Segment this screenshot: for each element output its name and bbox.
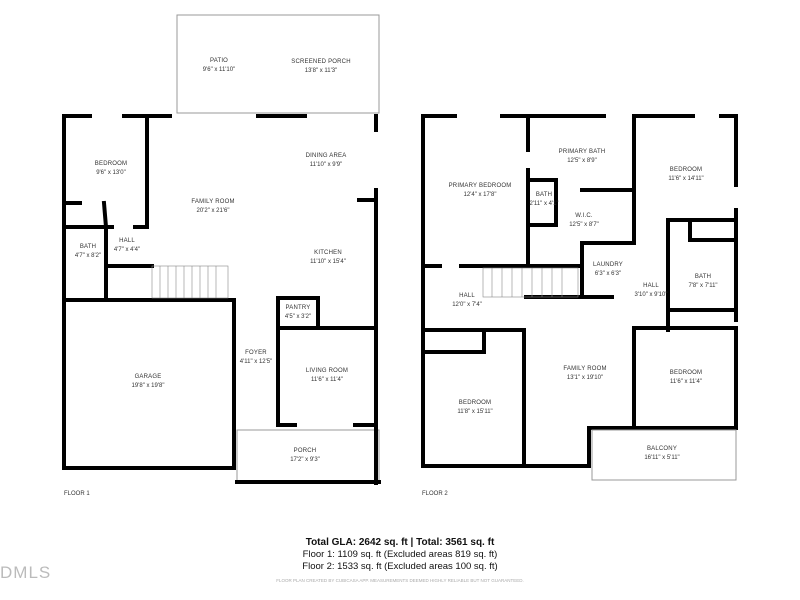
room-dims: 11'10" x 9'9"	[309, 162, 343, 168]
room-dims: 13'8" x 11'3"	[304, 68, 338, 74]
room-label-foyer: FOYER 4'11" x 12'5"	[240, 349, 272, 367]
room-name: HALL	[643, 283, 659, 289]
room-dims: 12'0" x 7'4"	[452, 302, 482, 308]
room-name: HALL	[459, 293, 475, 299]
room-label-bedroom-se: BEDROOM 11'6" x 11'4"	[670, 369, 702, 387]
room-name: FOYER	[245, 350, 267, 356]
room-label-family-room-2: FAMILY ROOM 13'1" x 19'10"	[563, 365, 606, 383]
room-label-primary-bedroom: PRIMARY BEDROOM 12'4" x 17'8"	[449, 182, 512, 200]
room-name: PORCH	[293, 448, 317, 454]
room-name: BATH	[694, 274, 712, 280]
room-dims: 9'6" x 13'0"	[96, 170, 126, 176]
room-dims: 4'7" x 8'2"	[74, 253, 102, 259]
mls-logo: DMLS	[0, 563, 52, 582]
room-name: SCREENED PORCH	[291, 59, 351, 65]
room-dims: 12'4" x 17'8"	[463, 192, 497, 198]
room-label-bedroom: BEDROOM 9'6" x 13'0"	[95, 160, 127, 178]
room-label-bedroom-ne: BEDROOM 11'6" x 14'11"	[668, 166, 703, 184]
room-dims: 20'2" x 21'6"	[196, 208, 230, 214]
room-dims: 6'3" x 6'3"	[594, 271, 622, 277]
floor2-stairs	[482, 267, 579, 298]
room-label-bath-small: BATH 2'11" x 4'1"	[529, 191, 558, 209]
floor2-area-summary: Floor 2: 1533 sq. ft (Excluded areas 100…	[302, 561, 498, 572]
room-name: LAUNDRY	[593, 262, 623, 268]
room-label-kitchen: KITCHEN 11'10" x 15'4"	[310, 249, 346, 267]
room-name: BEDROOM	[669, 167, 703, 173]
room-label-family-room: FAMILY ROOM 20'2" x 21'6"	[191, 198, 234, 216]
room-label-bath: BATH 4'7" x 8'2"	[75, 243, 101, 261]
room-label-hall-east: HALL 3'10" x 9'10"	[635, 282, 668, 300]
room-name: DINING AREA	[305, 153, 347, 159]
floor2-walls	[421, 114, 738, 468]
room-name: FAMILY ROOM	[191, 199, 235, 205]
room-name: LIVING ROOM	[305, 368, 349, 374]
room-dims: 11'8" x 15'11"	[457, 409, 493, 415]
room-name: KITCHEN	[314, 250, 342, 256]
room-dims: 3'10" x 9'10"	[634, 292, 668, 298]
room-dims: 4'11" x 12'5"	[239, 359, 273, 365]
room-label-balcony: BALCONY 16'11" x 5'11"	[644, 445, 679, 463]
room-name: BEDROOM	[94, 161, 128, 167]
total-area-summary: Total GLA: 2642 sq. ft | Total: 3561 sq.…	[305, 537, 495, 548]
room-name: W.I.C.	[575, 213, 593, 219]
room-label-living-room: LIVING ROOM 11'6" x 11'4"	[306, 367, 348, 385]
room-label-bath-east: BATH 7'8" x 7'11"	[688, 273, 717, 291]
floor1-walls	[62, 114, 381, 485]
room-dims: 12'5" x 8'9"	[567, 158, 597, 164]
room-label-laundry: LAUNDRY 6'3" x 6'3"	[593, 261, 623, 279]
room-dims: 11'6" x 11'4"	[669, 379, 702, 385]
room-dims: 4'5" x 3'2"	[284, 314, 312, 320]
room-label-primary-bath: PRIMARY BATH 12'5" x 8'9"	[559, 148, 606, 166]
room-dims: 16'11" x 5'11"	[644, 455, 680, 461]
room-dims: 7'8" x 7'11"	[688, 283, 718, 289]
room-dims: 9'6" x 11'10"	[202, 67, 236, 73]
room-dims: 19'8" x 19'8"	[131, 383, 165, 389]
room-dims: 11'6" x 11'4"	[310, 377, 343, 383]
room-name: BALCONY	[646, 446, 678, 452]
room-label-wic: W.I.C. 12'5" x 8'7"	[569, 212, 599, 230]
floor2-label: FLOOR 2	[422, 491, 448, 497]
room-name: PANTRY	[285, 305, 311, 311]
room-label-dining-area: DINING AREA 11'10" x 9'9"	[306, 152, 347, 170]
floor1-label: FLOOR 1	[64, 491, 90, 497]
room-name: FAMILY ROOM	[563, 366, 607, 372]
room-name: GARAGE	[134, 374, 162, 380]
room-label-hall-west: HALL 12'0" x 7'4"	[452, 292, 482, 310]
room-name: PATIO	[209, 58, 229, 64]
room-name: BEDROOM	[458, 400, 492, 406]
room-label-porch: PORCH 17'2" x 9'3"	[290, 447, 320, 465]
room-name: PRIMARY BEDROOM	[448, 183, 512, 189]
room-label-bedroom-sw: BEDROOM 11'8" x 15'11"	[457, 399, 492, 417]
room-dims: 12'5" x 8'7"	[569, 222, 599, 228]
room-dims: 13'1" x 19'10"	[566, 375, 604, 381]
room-dims: 2'11" x 4'1"	[529, 201, 559, 207]
room-dims: 11'10" x 15'4"	[310, 259, 346, 265]
room-dims: 11'6" x 14'11"	[668, 176, 704, 182]
floor2-outdoor-outlines	[591, 429, 737, 481]
room-label-pantry: PANTRY 4'5" x 3'2"	[285, 304, 311, 322]
room-name: BEDROOM	[669, 370, 703, 376]
room-name: BATH	[79, 244, 97, 250]
disclaimer: FLOOR PLAN CREATED BY CUBICASA APP. MEAS…	[276, 578, 524, 583]
room-name: BATH	[535, 192, 553, 198]
room-name: HALL	[119, 238, 135, 244]
floor1-area-summary: Floor 1: 1109 sq. ft (Excluded areas 819…	[302, 549, 498, 560]
room-name: PRIMARY BATH	[558, 149, 606, 155]
room-dims: 4'7" x 4'4"	[113, 247, 141, 253]
room-label-screened-porch: SCREENED PORCH 13'8" x 11'3"	[291, 58, 350, 76]
room-dims: 17'2" x 9'3"	[290, 457, 320, 463]
room-label-garage: GARAGE 19'8" x 19'8"	[132, 373, 165, 391]
room-label-patio: PATIO 9'6" x 11'10"	[203, 57, 235, 75]
floor1-stairs	[151, 265, 229, 299]
room-label-hall: HALL 4'7" x 4'4"	[114, 237, 140, 255]
